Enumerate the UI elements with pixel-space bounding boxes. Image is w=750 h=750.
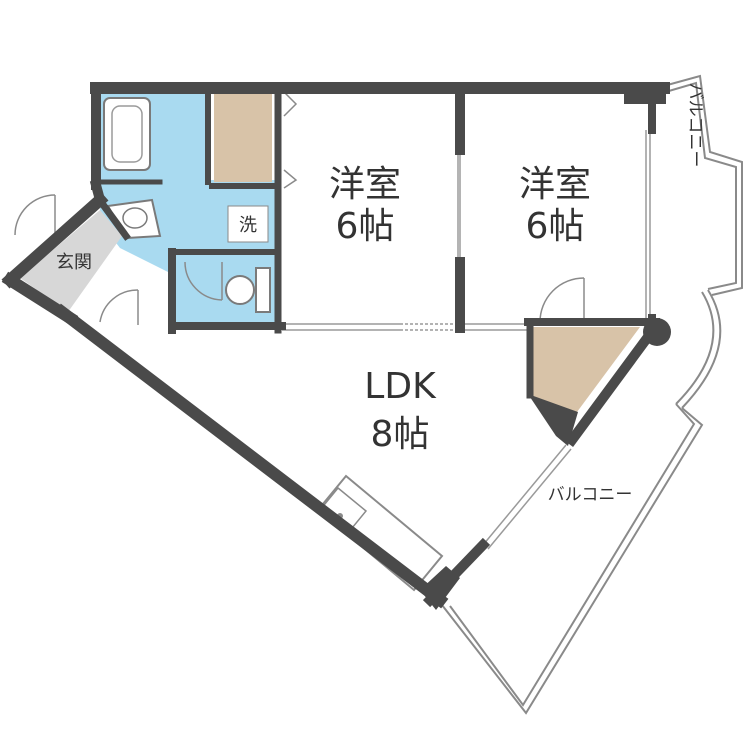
wall-block-storage <box>528 394 578 446</box>
storage-floor <box>530 327 640 412</box>
bathtub-icon <box>103 97 151 171</box>
corner-pillar-top-right <box>624 82 666 104</box>
kitchen-sink-icon <box>316 474 444 592</box>
door-swings <box>14 91 585 325</box>
ldk-name: LDK <box>364 366 437 407</box>
washroom-label-box <box>227 205 269 243</box>
walls <box>1 82 670 609</box>
ldk-size: 8帖 <box>371 414 430 455</box>
western-room-2-name: 洋室 <box>519 164 591 205</box>
balcony-right-label: バルコニー <box>685 83 705 168</box>
washroom-label: 洗 <box>239 215 257 236</box>
balcony-right-area <box>659 74 743 296</box>
western-room-1-size: 6帖 <box>336 206 395 247</box>
closet-floor <box>214 92 272 182</box>
corner-pillar-right <box>643 318 671 346</box>
western-room-1-name: 洋室 <box>329 164 401 205</box>
sliding-partitions <box>282 130 651 550</box>
entrance-label: 玄関 <box>56 252 92 273</box>
balcony-bottom-area <box>441 289 722 715</box>
western-room-2-size: 6帖 <box>526 206 585 247</box>
balcony-bottom-label: バルコニー <box>548 485 633 505</box>
toilet-icon <box>225 267 271 313</box>
entrance-floor <box>20 210 122 312</box>
wall-block-bottom <box>420 566 460 610</box>
